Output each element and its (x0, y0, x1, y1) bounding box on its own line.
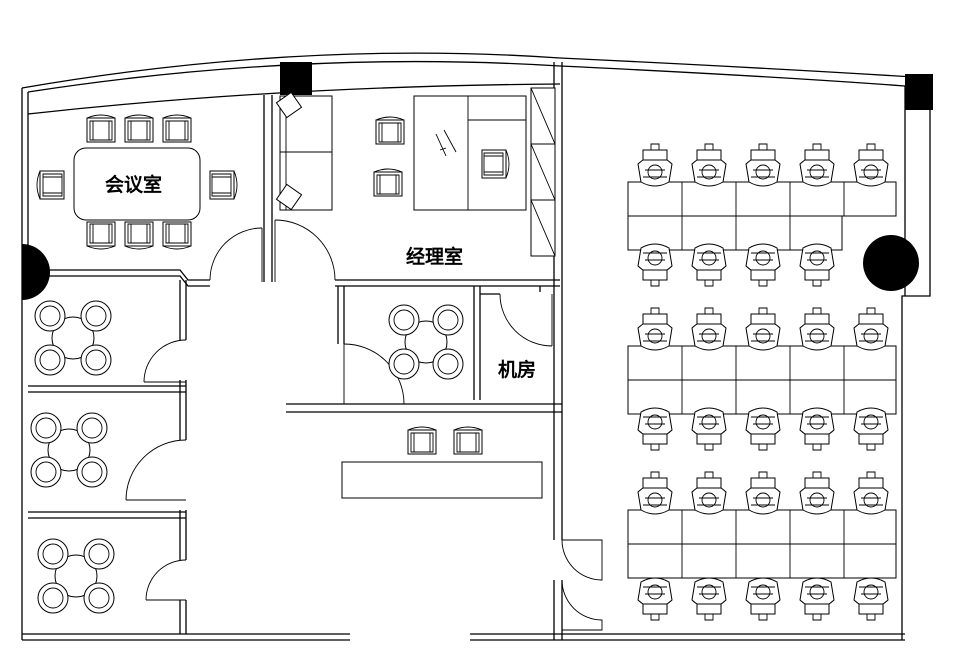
columns (22, 62, 933, 300)
meeting-room-label: 会议室 (105, 173, 162, 196)
manager-office-label: 经理室 (406, 245, 463, 268)
small-meeting-table (388, 304, 464, 380)
interior-walls (28, 62, 563, 640)
workstations-cluster-1 (627, 143, 897, 287)
left-round-tables (30, 300, 115, 614)
manager-office-furniture (275, 87, 556, 257)
reception-desk (341, 426, 543, 499)
server-room-label: 机房 (498, 358, 536, 381)
meeting-room-furniture (36, 114, 238, 250)
door-swings (125, 219, 603, 631)
workstations-cluster-3 (627, 471, 897, 621)
workstations-cluster-2 (627, 307, 897, 451)
